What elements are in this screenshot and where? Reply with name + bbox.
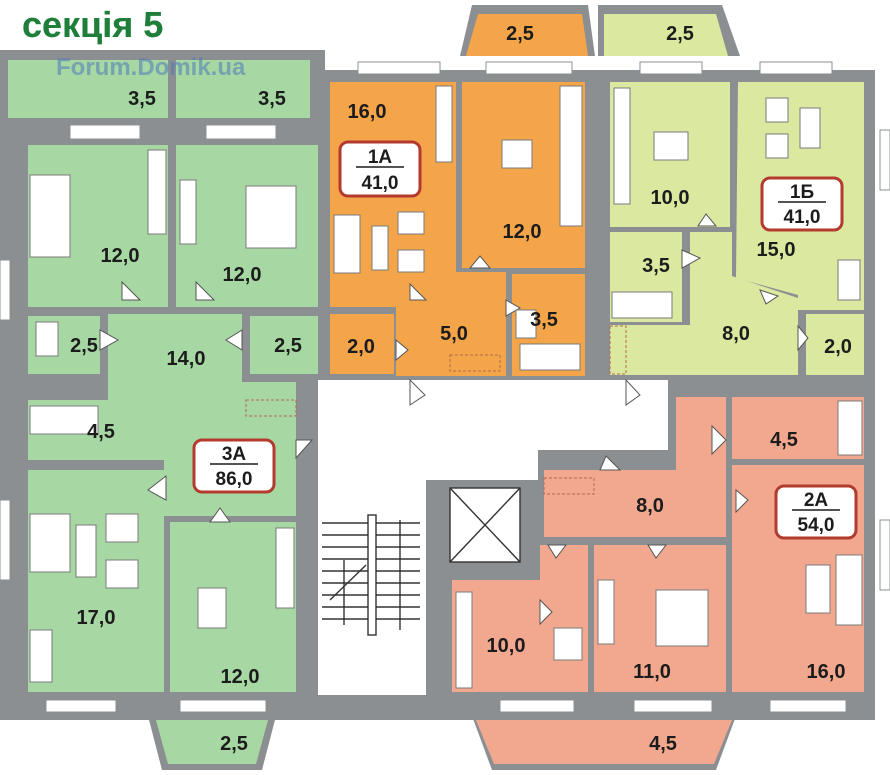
room-area-hall-1a: 5,0 [440,323,468,345]
doors [99,213,809,626]
room-area-living-1a: 16,0 [348,101,387,123]
section-title-overlay: секція 5 [22,4,164,45]
room-area-kitchen-2a: 10,0 [487,635,526,657]
room-area-living-2a: 16,0 [807,661,846,683]
hatched-niches [245,325,627,495]
apartment-badge-1b: 1Б 41,0 [760,176,844,232]
furniture [29,85,863,689]
apartment-badge-3a: 3А 86,0 [192,438,276,494]
room-area-hall-2a: 8,0 [636,495,664,517]
apartment-label-1b: 1Б [790,182,814,203]
room-area-balcony-1b: 2,5 [666,23,694,45]
watermark: Forum.Domik.ua [56,54,246,81]
room-area-living-1b: 15,0 [757,239,796,261]
windows [0,61,890,713]
room-area-balcony-1a: 2,5 [506,23,534,45]
room-area-balcony-left: 3,5 [128,88,156,110]
room-area-kitchen-1b: 10,0 [651,187,690,209]
room-area-bedroom-2a: 11,0 [633,661,671,683]
stairs [322,514,420,636]
apartment-label-2a: 2А [804,490,829,511]
apartment-area-2a: 54,0 [798,515,835,536]
room-area-wc-3a: 2,5 [70,335,98,357]
room-area-labels: 3,5 3,5 12,0 12,0 2,5 14,0 2,5 4,5 17,0 … [70,23,852,755]
room-area-bath-1a: 3,5 [530,309,558,331]
apartment-area-1b: 41,0 [784,207,821,228]
room-area-storage-3a: 2,5 [274,335,302,357]
room-area-bay-2a: 4,5 [649,733,677,755]
room-area-bedroom-left: 12,0 [101,245,140,267]
apartment-badge-1a: 1А 41,0 [338,140,422,198]
apartment-label-1a: 1А [368,147,393,168]
room-area-kitchen-3a: 12,0 [221,666,260,688]
room-area-storage-1a: 2,0 [347,336,375,358]
room-area-balcony-right: 3,5 [258,88,286,110]
apartment-area-1a: 41,0 [362,173,399,194]
elevator-shaft [449,487,521,563]
room-area-living-3a: 17,0 [77,607,116,629]
apartment-label-3a: 3А [222,444,247,465]
room-area-hall-3a: 14,0 [167,348,206,370]
room-area-hall-1b: 8,0 [722,323,750,345]
room-area-bath-1b: 3,5 [642,255,670,277]
apartment-badge-2a: 2А 54,0 [774,484,858,540]
room-area-bath-2a: 4,5 [770,429,798,451]
room-area-bedroom-right: 12,0 [223,264,262,286]
room-area-storage-1b: 2,0 [824,336,852,358]
room-area-bath-3a: 4,5 [87,421,115,443]
room-area-kitchen-1a: 12,0 [503,221,542,243]
section-title: секція 5 [22,4,164,45]
apartment-area-3a: 86,0 [216,469,253,490]
room-area-bay-3a: 2,5 [220,733,248,755]
